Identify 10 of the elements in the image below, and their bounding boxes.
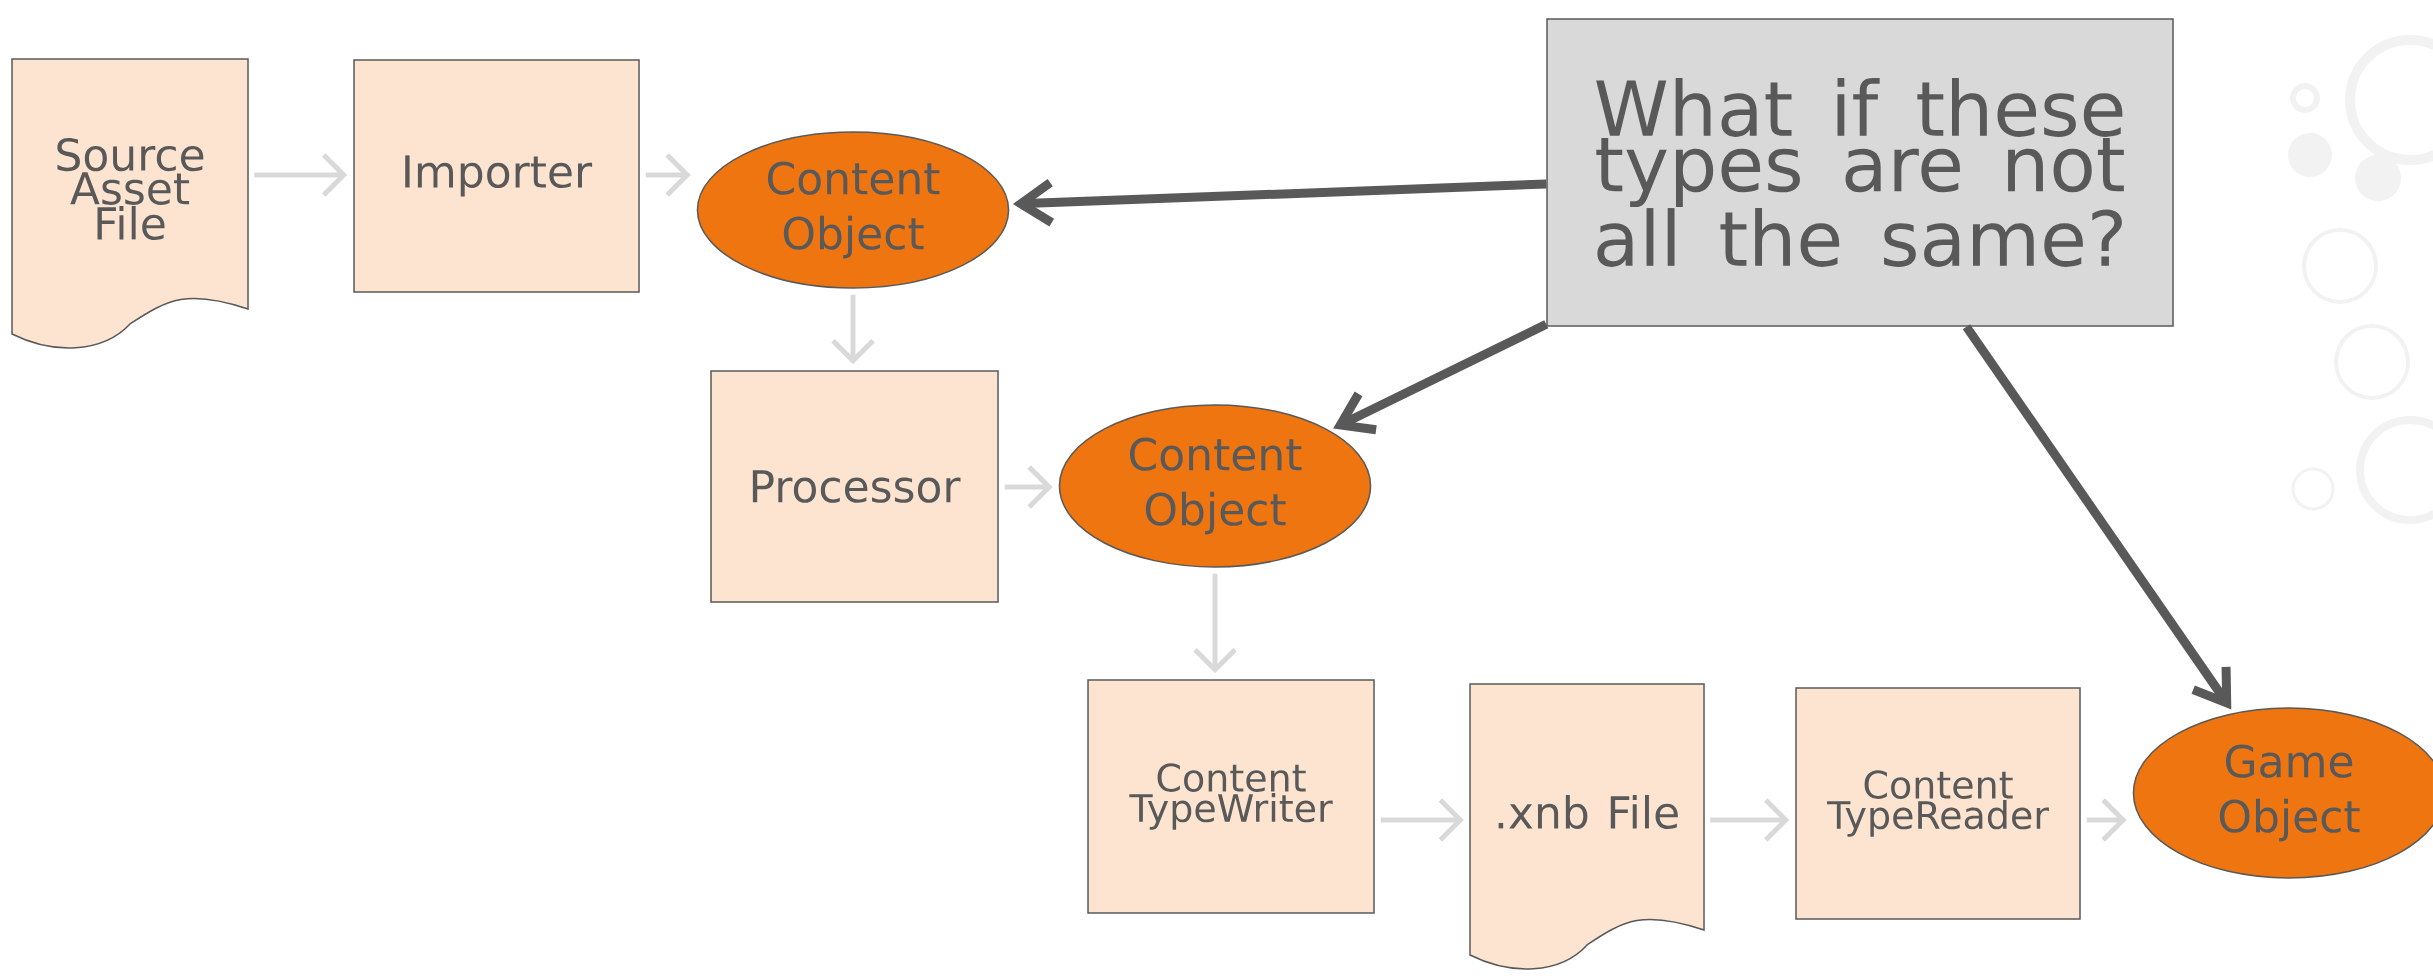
arrow — [1962, 324, 2232, 710]
process-box: Importer — [353, 59, 640, 293]
process-box: Content TypeWriter — [1087, 679, 1375, 914]
arrow — [1193, 573, 1237, 674]
callout-box: What if these types are not all the same? — [1546, 18, 2174, 327]
arrow — [1333, 320, 1549, 435]
process-box: Content TypeReader — [1795, 687, 2081, 920]
arrow — [1012, 178, 1547, 227]
process-box: Processor — [710, 370, 999, 603]
arrow — [254, 153, 348, 197]
